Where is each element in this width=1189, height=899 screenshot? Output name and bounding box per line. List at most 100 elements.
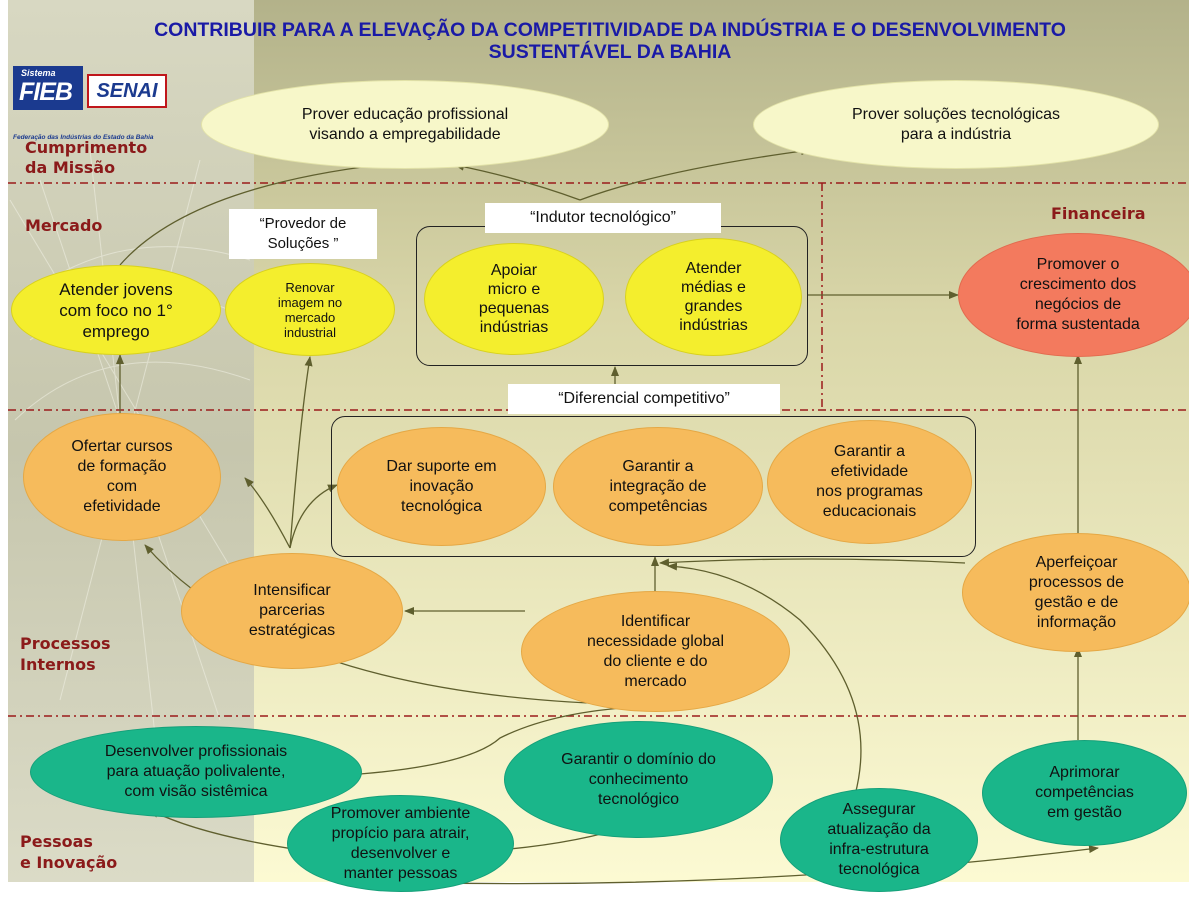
node-renovar-line: Renovar — [285, 279, 335, 295]
node-integracao-line: integração de — [609, 477, 707, 495]
provedor-tag-line-2: Soluções ” — [267, 235, 339, 252]
node-ambiente-line: Promover ambiente — [330, 804, 471, 822]
node-renovar-line: imagem no — [277, 294, 343, 310]
node-aprimorar-competencias: Aprimorar competências em gestão — [982, 740, 1187, 846]
node-micro-line: micro e — [487, 281, 541, 298]
node-cursos-line: de formação — [77, 458, 167, 475]
node-suporte-line: inovação — [409, 477, 474, 495]
node-necessidade-line: Identificar — [620, 612, 691, 630]
arrow-parcerias-renovar — [289, 356, 313, 549]
node-efetividade-line: educacionais — [822, 503, 917, 520]
fieb-logo-block — [13, 66, 83, 110]
node-dominio-line: conhecimento — [588, 770, 689, 788]
logo-senai-text: SENAI — [87, 74, 167, 108]
node-gestao-proc-line: Aperfeiçoar — [1035, 553, 1118, 571]
perspective-processos-line-2: Internos — [20, 655, 96, 674]
node-parcerias-line: parcerias — [259, 602, 325, 619]
arrow-polivalente-necessidade — [359, 702, 663, 775]
node-solucoes-line: para a indústria — [900, 125, 1012, 143]
node-dominio-line: tecnológico — [598, 790, 679, 808]
node-crescimento-line: negócios de — [1034, 296, 1122, 313]
bottom-margin — [0, 882, 1189, 899]
node-ambiente-line: propício para atrair, — [331, 824, 470, 842]
arrow-indutor-educacao — [454, 162, 581, 201]
node-micro-line: pequenas — [478, 300, 550, 317]
left-margin — [0, 0, 8, 899]
node-desenvolver-profissionais: Desenvolver profissionais para atuação po… — [30, 726, 362, 818]
node-competencias-gestao-line: Aprimorar — [1049, 764, 1120, 781]
node-gestao-proc-line: informação — [1036, 613, 1117, 631]
node-cursos-line: com — [106, 478, 138, 495]
node-necessidade-line: necessidade global — [587, 632, 724, 650]
node-medias-line: grandes — [684, 298, 743, 315]
node-gestao-proc-line: processos de — [1028, 573, 1125, 591]
node-garantir-dominio: Garantir o domínio do conhecimento tecnoló… — [504, 721, 773, 838]
arrow-gestao-diferencial — [659, 558, 966, 567]
node-ambiente-line: desenvolver e — [350, 844, 451, 862]
node-competencias-gestao-line: em gestão — [1047, 804, 1122, 821]
node-apoiar-micro: Apoiar micro e pequenas indústrias — [424, 243, 604, 355]
node-intensificar-parcerias: Intensificar parcerias estratégicas — [181, 553, 403, 669]
node-crescimento-line: Promover o — [1036, 256, 1120, 273]
arrow-indutor-solucoes — [579, 147, 811, 201]
node-infra-line: tecnológica — [838, 861, 920, 878]
node-educacao-line: Prover educação profissional — [301, 105, 509, 123]
node-polivalente-line: para atuação polivalente, — [106, 763, 286, 780]
node-polivalente-line: Desenvolver profissionais — [104, 743, 288, 760]
node-efetividade-line: Garantir a — [833, 443, 906, 460]
node-jovens-line: Atender jovens — [59, 279, 173, 299]
node-medias-line: indústrias — [679, 317, 748, 334]
node-medias-line: Atender — [685, 260, 742, 277]
node-parcerias-line: estratégicas — [248, 622, 336, 639]
arrow-infra-diferencial — [667, 562, 862, 796]
node-dominio-line: Garantir o domínio do — [561, 750, 716, 768]
node-parcerias-line: Intensificar — [253, 582, 331, 599]
node-crescimento-line: crescimento dos — [1019, 276, 1137, 293]
perspective-missao-line-1: Cumprimento — [25, 138, 148, 157]
node-infra-line: Assegurar — [842, 801, 916, 818]
node-micro-line: Apoiar — [490, 262, 538, 279]
node-integracao-line: Garantir a — [622, 457, 694, 475]
provedor-tag-line-1: “Provedor de — [259, 215, 347, 232]
node-promover-ambiente: Promover ambiente propício para atrair, de… — [287, 795, 514, 892]
node-necessidade-line: do cliente e do — [603, 652, 708, 670]
node-necessidade-line: mercado — [624, 672, 687, 690]
node-prover-educacao: Prover educação profissional visando a em… — [201, 80, 609, 169]
perspective-financeira: Financeira — [1051, 204, 1146, 223]
perspective-processos-line-1: Processos — [20, 634, 111, 653]
node-suporte-line: Dar suporte em — [386, 457, 497, 475]
fieb-senai-logo: Sistema FIEB SENAI Federação das Indústr… — [13, 60, 170, 141]
node-dar-suporte: Dar suporte em inovação tecnológica — [337, 427, 546, 546]
node-educacao-line: visando a empregabilidade — [309, 125, 501, 143]
indutor-tecnologico-tag: “Indutor tecnológico” — [485, 203, 721, 233]
perspective-pessoas-line-1: Pessoas — [20, 832, 93, 851]
node-efetividade-line: efetividade — [830, 463, 909, 480]
slide-title-line-2: SUSTENTÁVEL DA BAHIA — [488, 41, 732, 63]
node-identificar-necessidade: Identificar necessidade global do cliente … — [521, 591, 790, 712]
node-aperfeicoar-processos: Aperfeiçoar processos de gestão e de inform… — [962, 533, 1189, 652]
slide-title-line-1: CONTRIBUIR PARA A ELEVAÇÃO DA COMPETITIV… — [154, 19, 1066, 41]
node-competencias-gestao-line: competências — [1035, 784, 1134, 801]
node-micro-line: indústrias — [479, 319, 549, 336]
node-gestao-proc-line: gestão e de — [1034, 593, 1119, 611]
node-suporte-line: tecnológica — [401, 497, 482, 515]
perspective-mercado: Mercado — [25, 216, 103, 235]
node-ambiente-line: manter pessoas — [343, 864, 458, 882]
diferencial-group-box — [331, 416, 976, 557]
node-prover-solucoes: Prover soluções tecnológicas para a indús… — [753, 80, 1159, 169]
node-solucoes-line: Prover soluções tecnológicas — [851, 105, 1061, 123]
node-jovens-line: com foco no 1° — [59, 300, 173, 320]
node-efetividade-line: nos programas — [816, 483, 923, 500]
logo-subtitle: Federação das Indústrias do Estado da Ba… — [13, 134, 154, 141]
perspective-dividers — [8, 182, 1189, 717]
node-cursos-line: Ofertar cursos — [71, 438, 173, 455]
node-integracao-line: competências — [608, 497, 708, 515]
node-renovar-line: mercado — [284, 309, 336, 325]
node-infra-line: atualização da — [827, 821, 931, 838]
